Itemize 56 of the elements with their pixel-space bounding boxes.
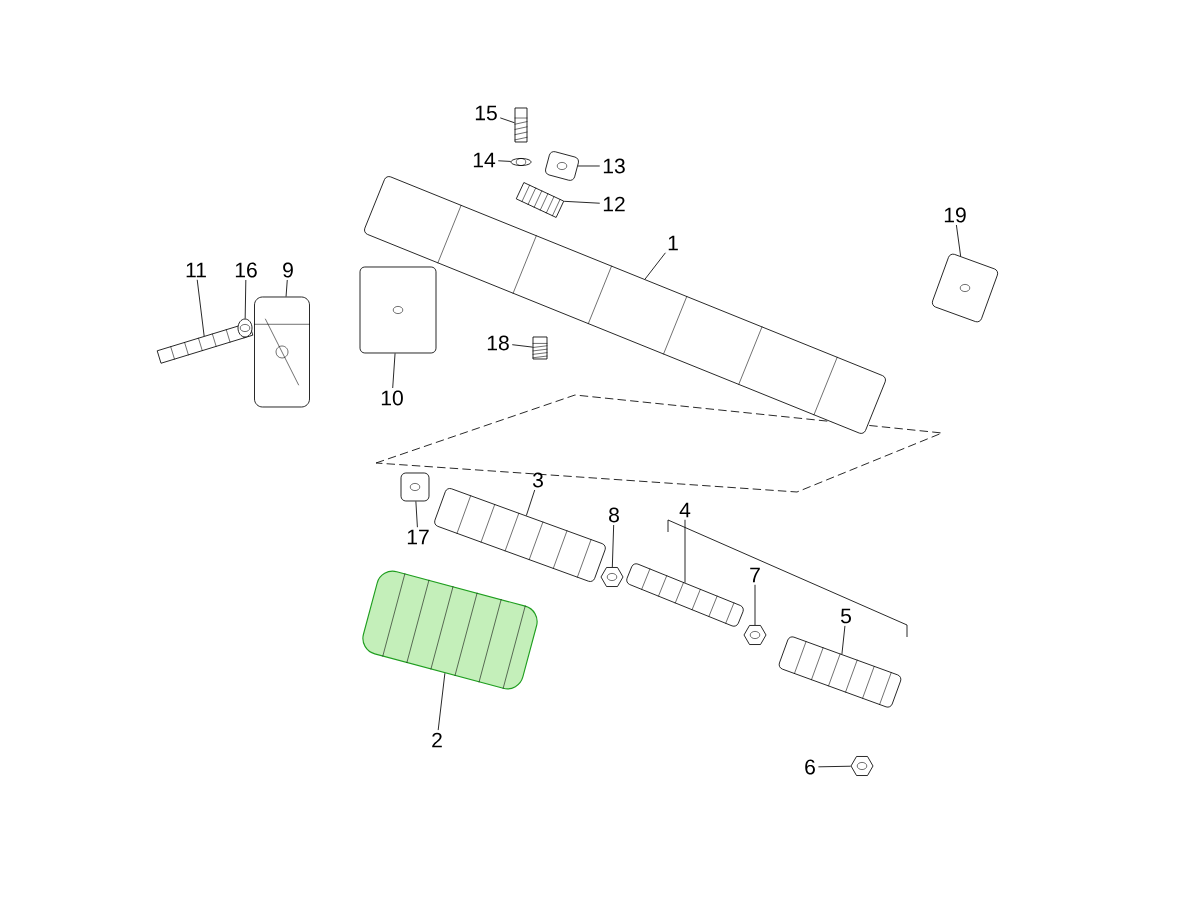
leader-line — [285, 279, 288, 297]
clamp-drawing — [253, 296, 311, 408]
washer-drawing — [510, 158, 532, 166]
leader-line — [955, 224, 962, 257]
callout-number: 15 — [475, 105, 497, 121]
callout-number: 10 — [381, 390, 403, 406]
leader-line — [499, 117, 515, 124]
leader-line — [754, 584, 756, 626]
callout-number: 16 — [235, 262, 257, 278]
leader-line — [497, 160, 512, 162]
tie-rod-end-drawing — [778, 636, 902, 708]
leader-line — [644, 252, 666, 280]
bracket-drawing — [515, 182, 565, 218]
callout-number: 4 — [679, 502, 691, 518]
clamp-drawing — [545, 151, 579, 181]
rubber-boot-drawing — [382, 573, 526, 690]
leader-line — [563, 200, 601, 204]
leader-line — [684, 519, 686, 584]
square-nut-drawing — [400, 472, 430, 502]
bolt-drawing — [532, 336, 548, 360]
callout-number: 17 — [407, 529, 429, 545]
leader-line — [611, 524, 615, 568]
callout-number: 2 — [432, 732, 442, 748]
callout-number: 18 — [487, 335, 509, 351]
callout-number: 1 — [668, 235, 678, 251]
steering-rack-drawing — [364, 176, 886, 434]
leader-line — [196, 279, 205, 337]
callout-number: 3 — [532, 472, 543, 488]
leader-line — [841, 625, 846, 655]
ring-drawing — [931, 253, 999, 323]
callout-number: 12 — [603, 196, 625, 212]
callout-number: 9 — [283, 262, 293, 278]
callout-number: 19 — [944, 207, 966, 223]
callout-number: 5 — [841, 608, 851, 624]
callout-number: 7 — [750, 567, 760, 583]
leader-line — [415, 501, 418, 528]
callout-number: 13 — [603, 158, 625, 174]
bolt-drawing — [514, 107, 528, 143]
nut-drawing — [600, 567, 624, 587]
leader-line — [244, 279, 247, 319]
leader-line — [818, 765, 852, 768]
washer-drawing — [237, 318, 253, 338]
callout-number: 8 — [609, 507, 619, 523]
leader-line — [511, 344, 533, 348]
nut-drawing — [850, 756, 874, 776]
bushing-drawing — [359, 266, 437, 354]
sleeve-drawing — [626, 563, 744, 627]
leader-line — [437, 672, 446, 731]
callout-number: 11 — [186, 262, 206, 278]
leader-line — [392, 353, 396, 389]
leader-line — [525, 489, 536, 516]
leader-line — [577, 165, 601, 167]
tie-rod-drawing — [434, 488, 606, 582]
callout-number: 6 — [805, 759, 815, 775]
nut-drawing — [743, 625, 767, 645]
callout-number: 14 — [473, 152, 496, 168]
